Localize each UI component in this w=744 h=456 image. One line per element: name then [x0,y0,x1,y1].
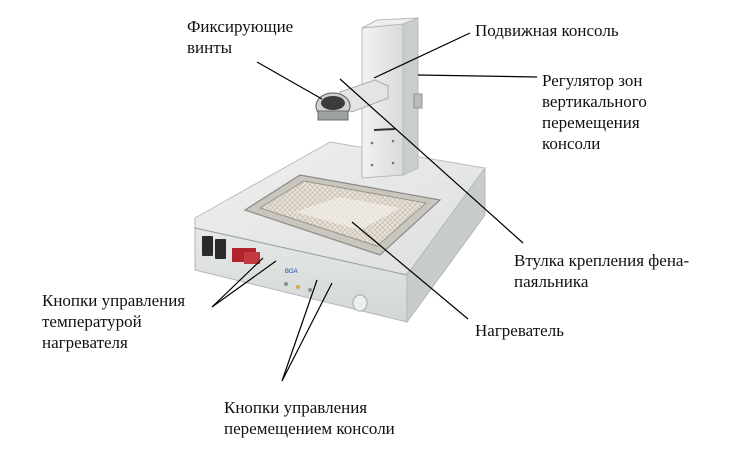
round-knob[interactable] [352,294,368,312]
leader-zone-regulator [417,74,538,78]
leader-fixing-screws [256,61,323,100]
leader-console-buttons-1 [281,279,318,382]
leader-temp-buttons-1 [211,257,264,308]
label-hairdryer-sleeve: Втулка крепления фена- паяльника [514,251,690,291]
label-heater: Нагреватель [475,321,564,340]
movable-console [315,79,389,121]
leader-temp-buttons-2 [211,260,277,308]
label-temp-buttons: Кнопки управления температурой нагревате… [42,291,186,352]
label-fixing-screws: Фиксирующие винты [187,17,294,57]
leader-hairdryer-sleeve [339,78,524,244]
label-movable-console: Подвижная консоль [475,21,619,40]
vertical-column [361,17,423,179]
fixing-screw[interactable] [317,110,349,121]
column-top [361,17,419,29]
power-switch[interactable] [202,236,213,256]
heater [243,174,442,256]
sleeve-inner [321,96,345,110]
front-controls: BGA [202,236,368,312]
label-console-buttons: Кнопки управления перемещением консоли [224,398,395,438]
zone-regulator-knob[interactable] [413,93,423,109]
leader-heater [351,221,469,320]
leader-movable-console [373,32,471,79]
brand-mark: BGA [285,269,298,275]
power-switch-2[interactable] [215,239,226,259]
leader-lines [211,32,538,382]
heater-element [295,197,400,230]
control-button-3[interactable] [308,288,312,292]
temperature-display-2 [244,252,260,264]
control-button-2[interactable] [296,285,300,289]
leader-console-buttons-2 [281,282,333,382]
label-zone-regulator: Регулятор зон вертикального перемещения … [542,71,647,153]
control-button-1[interactable] [284,282,288,286]
